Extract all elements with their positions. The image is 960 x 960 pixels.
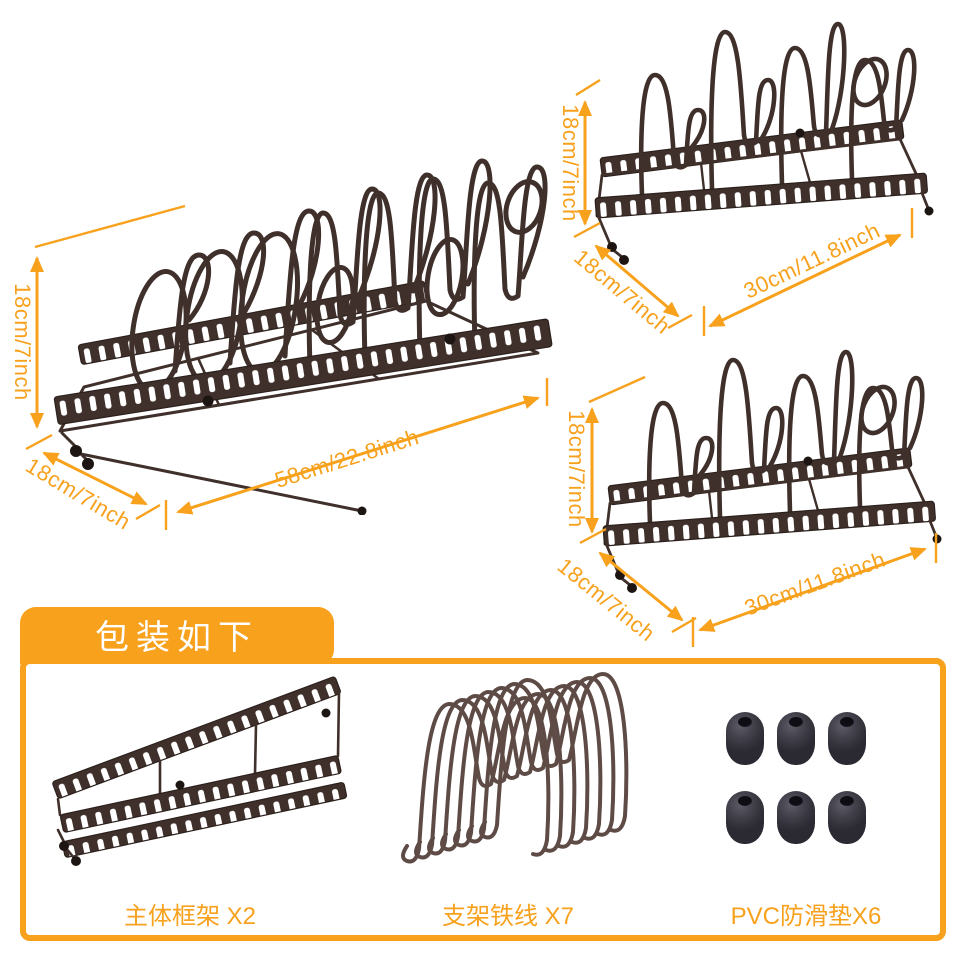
pvc-pad <box>726 791 764 844</box>
bottom-right-height-label: 18cm/7inch <box>564 410 589 528</box>
pvc-pad <box>777 712 815 765</box>
main-frame-label: 主体框架 X2 <box>123 903 257 930</box>
packaging-title: 包装如下 <box>95 619 259 657</box>
pvc-pad <box>828 712 866 765</box>
pvc-pad <box>726 712 764 765</box>
main-height-label: 18cm/7inch <box>10 283 35 401</box>
pvc-pad <box>777 791 815 844</box>
top-right-rack-illustration <box>594 21 934 265</box>
pvc-pad <box>828 791 866 844</box>
support-wires-illustration <box>401 672 629 864</box>
support-wires-label: 支架铁线 X7 <box>441 903 575 930</box>
top-right-height-label: 18cm/7inch <box>558 104 583 222</box>
pvc-pads-label: PVC防滑垫X6 <box>730 903 882 930</box>
main-frame-illustration <box>52 676 348 866</box>
packaging-title-tab: 包装如下 <box>20 607 334 664</box>
